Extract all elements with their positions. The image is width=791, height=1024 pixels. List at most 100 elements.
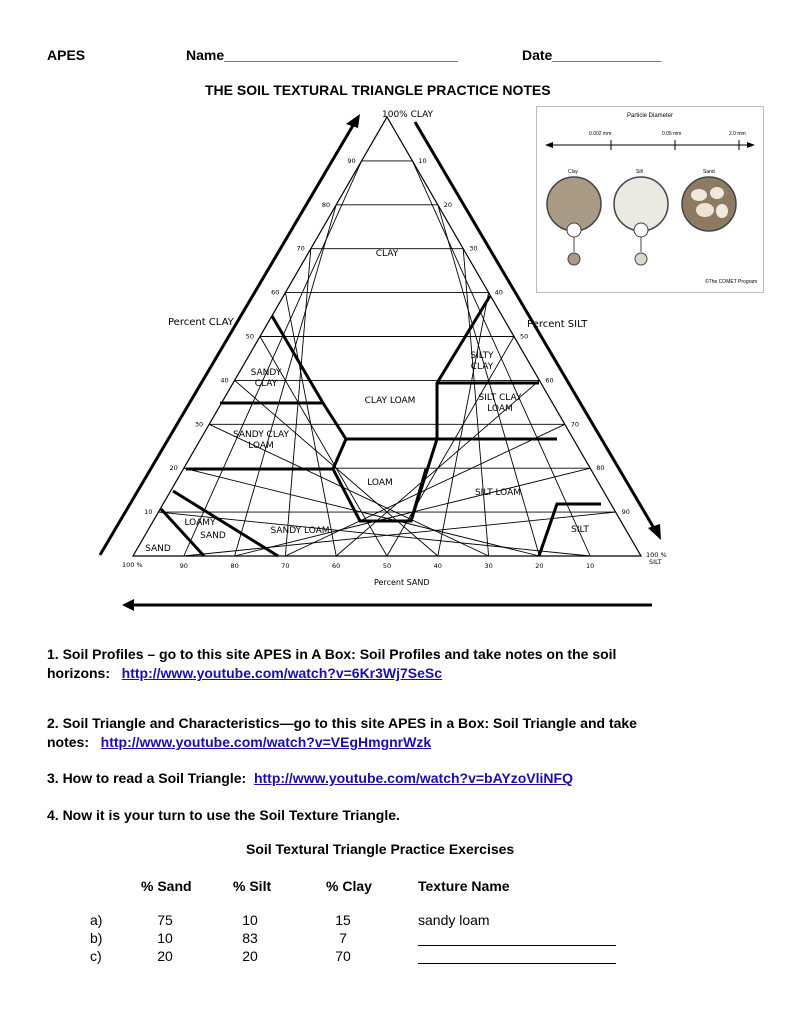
bottom-tick-label: 30 bbox=[484, 562, 492, 570]
silt-axis-arrow bbox=[413, 121, 657, 531]
left-tick-label: 20 bbox=[170, 464, 178, 472]
right-tick-label: 50 bbox=[520, 333, 528, 341]
left-tick-label: 30 bbox=[195, 420, 203, 428]
soil-texture-triangle: CLAY SILTY CLAY SANDY CLAY CLAY LOAM SIL… bbox=[98, 110, 667, 611]
bottom-tick-label: 60 bbox=[332, 562, 340, 570]
row-c-texture-blank[interactable] bbox=[418, 949, 616, 964]
left-tick-label: 90 bbox=[347, 157, 355, 165]
grid-line bbox=[158, 511, 591, 557]
link-read-triangle[interactable]: http://www.youtube.com/watch?v=bAYzoVliN… bbox=[253, 770, 573, 786]
texture-class-boundaries bbox=[159, 295, 601, 558]
svg-text:CLAY: CLAY bbox=[471, 362, 494, 372]
name-field[interactable]: Name______________________________ bbox=[186, 47, 458, 63]
row-a-label: a) bbox=[90, 912, 103, 928]
clay-particle-label: Clay bbox=[568, 169, 579, 175]
row-c-sand: 20 bbox=[157, 948, 173, 964]
corner-sand-label: 100 % bbox=[122, 561, 143, 569]
grid-line bbox=[183, 467, 540, 557]
label-silt-loam: SILT LOAM bbox=[475, 488, 521, 498]
sand-particle-label: Sand bbox=[703, 169, 715, 175]
col-clay-header: % Clay bbox=[326, 878, 372, 894]
axis-silt-title: Percent SILT bbox=[527, 319, 588, 330]
svg-text:SANDY: SANDY bbox=[251, 368, 282, 378]
svg-text:LOAM: LOAM bbox=[487, 404, 513, 414]
grid-line bbox=[234, 380, 439, 557]
right-tick-label: 20 bbox=[444, 201, 452, 209]
label-silt: SILT bbox=[571, 525, 589, 535]
mark-20: 2.0 mm bbox=[729, 131, 746, 137]
svg-text:SILT CLAY: SILT CLAY bbox=[479, 393, 522, 403]
row-b-label: b) bbox=[90, 930, 103, 946]
row-b-clay: 7 bbox=[339, 930, 347, 946]
bottom-tick-label: 70 bbox=[281, 562, 289, 570]
label-clay-loam: CLAY LOAM bbox=[365, 396, 416, 406]
label-loam: LOAM bbox=[367, 478, 393, 488]
svg-text:LOAM: LOAM bbox=[248, 441, 274, 451]
grid-line bbox=[462, 248, 490, 557]
left-tick-label: 70 bbox=[297, 245, 305, 253]
corner-silt-label: 100 % bbox=[646, 551, 667, 559]
item-3: 3. How to read a Soil Triangle: http://w… bbox=[47, 770, 573, 786]
label-sandy-loam: SANDY LOAM bbox=[270, 526, 329, 536]
right-tick-label: 90 bbox=[622, 508, 630, 516]
row-b-sand: 10 bbox=[157, 930, 173, 946]
bottom-tick-label: 10 bbox=[586, 562, 594, 570]
link-soil-triangle[interactable]: http://www.youtube.com/watch?v=VEgHmgnrW… bbox=[100, 734, 432, 750]
svg-text:LOAMY: LOAMY bbox=[184, 518, 216, 528]
grid-line bbox=[437, 204, 540, 557]
item-2: 2. Soil Triangle and Characteristics—go … bbox=[47, 715, 637, 750]
silt-particle-label: Silt bbox=[636, 169, 643, 175]
svg-text:SANDY CLAY: SANDY CLAY bbox=[233, 430, 290, 440]
svg-text:SILT: SILT bbox=[649, 558, 662, 566]
grid-line bbox=[386, 336, 515, 557]
clay-axis-arrow bbox=[98, 121, 357, 556]
particle-title: Particle Diameter bbox=[626, 113, 673, 119]
row-c-label: c) bbox=[90, 948, 102, 964]
bottom-tick-label: 50 bbox=[383, 562, 391, 570]
date-field[interactable]: Date______________ bbox=[522, 47, 662, 63]
bottom-tick-label: 90 bbox=[180, 562, 188, 570]
bottom-tick-label: 80 bbox=[230, 562, 238, 570]
apex-label: 100% CLAY bbox=[382, 110, 434, 120]
left-tick-label: 80 bbox=[322, 201, 330, 209]
row-a-sand: 75 bbox=[157, 912, 173, 928]
item-1: 1. Soil Profiles – go to this site APES … bbox=[47, 646, 617, 681]
grid-line bbox=[437, 292, 490, 557]
label-sand: SAND bbox=[145, 544, 171, 554]
col-sand-header: % Sand bbox=[141, 878, 192, 894]
right-tick-label: 40 bbox=[495, 289, 503, 297]
right-tick-label: 30 bbox=[469, 245, 477, 253]
axis-sand-title: Percent SAND bbox=[374, 578, 430, 587]
course-label: APES bbox=[47, 47, 86, 63]
mark-0002: 0.002 mm bbox=[589, 131, 612, 137]
left-tick-label: 50 bbox=[246, 333, 254, 341]
right-tick-label: 70 bbox=[571, 420, 579, 428]
triangle-outline bbox=[131, 115, 643, 557]
bottom-tick-label: 20 bbox=[535, 562, 543, 570]
mark-005: 0.05 mm bbox=[662, 131, 682, 137]
particle-diameter-figure: Particle Diameter 0.002 mm 0.05 mm 2.0 m… bbox=[536, 106, 764, 293]
col-silt-header: % Silt bbox=[233, 878, 272, 894]
exercises-title: Soil Textural Triangle Practice Exercise… bbox=[246, 841, 515, 857]
row-c-silt: 20 bbox=[242, 948, 258, 964]
label-clay: CLAY bbox=[376, 249, 399, 259]
bottom-tick-label: 40 bbox=[434, 562, 442, 570]
row-a-texture[interactable]: sandy loam bbox=[418, 912, 490, 928]
item-4: 4. Now it is your turn to use the Soil T… bbox=[47, 807, 400, 823]
row-a-clay: 15 bbox=[335, 912, 351, 928]
grid-line bbox=[209, 423, 489, 557]
link-soil-profiles[interactable]: http://www.youtube.com/watch?v=6Kr3Wj7Se… bbox=[121, 665, 443, 681]
row-b-texture-blank[interactable] bbox=[418, 931, 616, 946]
left-tick-label: 10 bbox=[144, 508, 152, 516]
row-b-silt: 83 bbox=[242, 930, 258, 946]
right-tick-label: 10 bbox=[418, 157, 426, 165]
row-a-silt: 10 bbox=[242, 912, 258, 928]
grid-line bbox=[411, 160, 591, 557]
texture-class-labels: CLAY SILTY CLAY SANDY CLAY CLAY LOAM SIL… bbox=[145, 249, 589, 554]
svg-text:CLAY: CLAY bbox=[255, 379, 278, 389]
left-tick-label: 40 bbox=[220, 376, 228, 384]
page-title: THE SOIL TEXTURAL TRIANGLE PRACTICE NOTE… bbox=[205, 82, 551, 98]
axis-clay-title: Percent CLAY bbox=[168, 317, 235, 328]
row-c-clay: 70 bbox=[335, 948, 351, 964]
right-tick-label: 60 bbox=[545, 376, 553, 384]
